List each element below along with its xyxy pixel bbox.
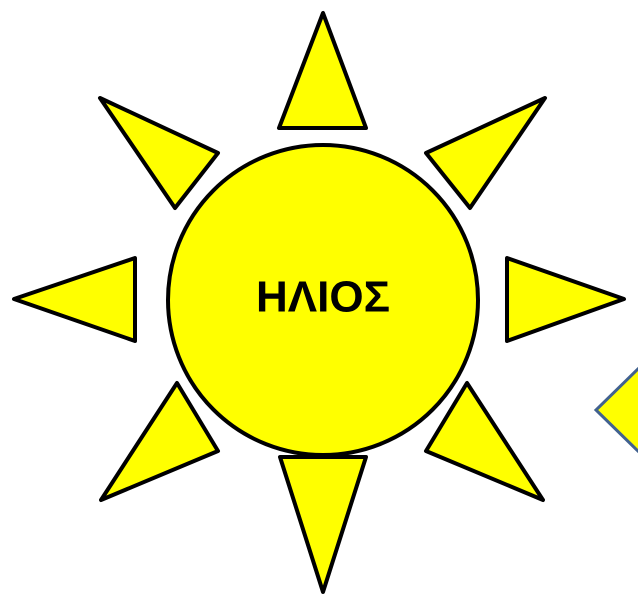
sun-label: ΗΛΙΟΣ (256, 273, 390, 322)
side-diamond-shape (596, 367, 638, 453)
ray-northeast (426, 98, 545, 208)
ray-east (507, 258, 624, 341)
ray-south (280, 457, 366, 592)
ray-northwest (100, 98, 218, 208)
ray-southwest (101, 383, 218, 500)
ray-north (279, 13, 366, 128)
ray-west (14, 258, 135, 341)
